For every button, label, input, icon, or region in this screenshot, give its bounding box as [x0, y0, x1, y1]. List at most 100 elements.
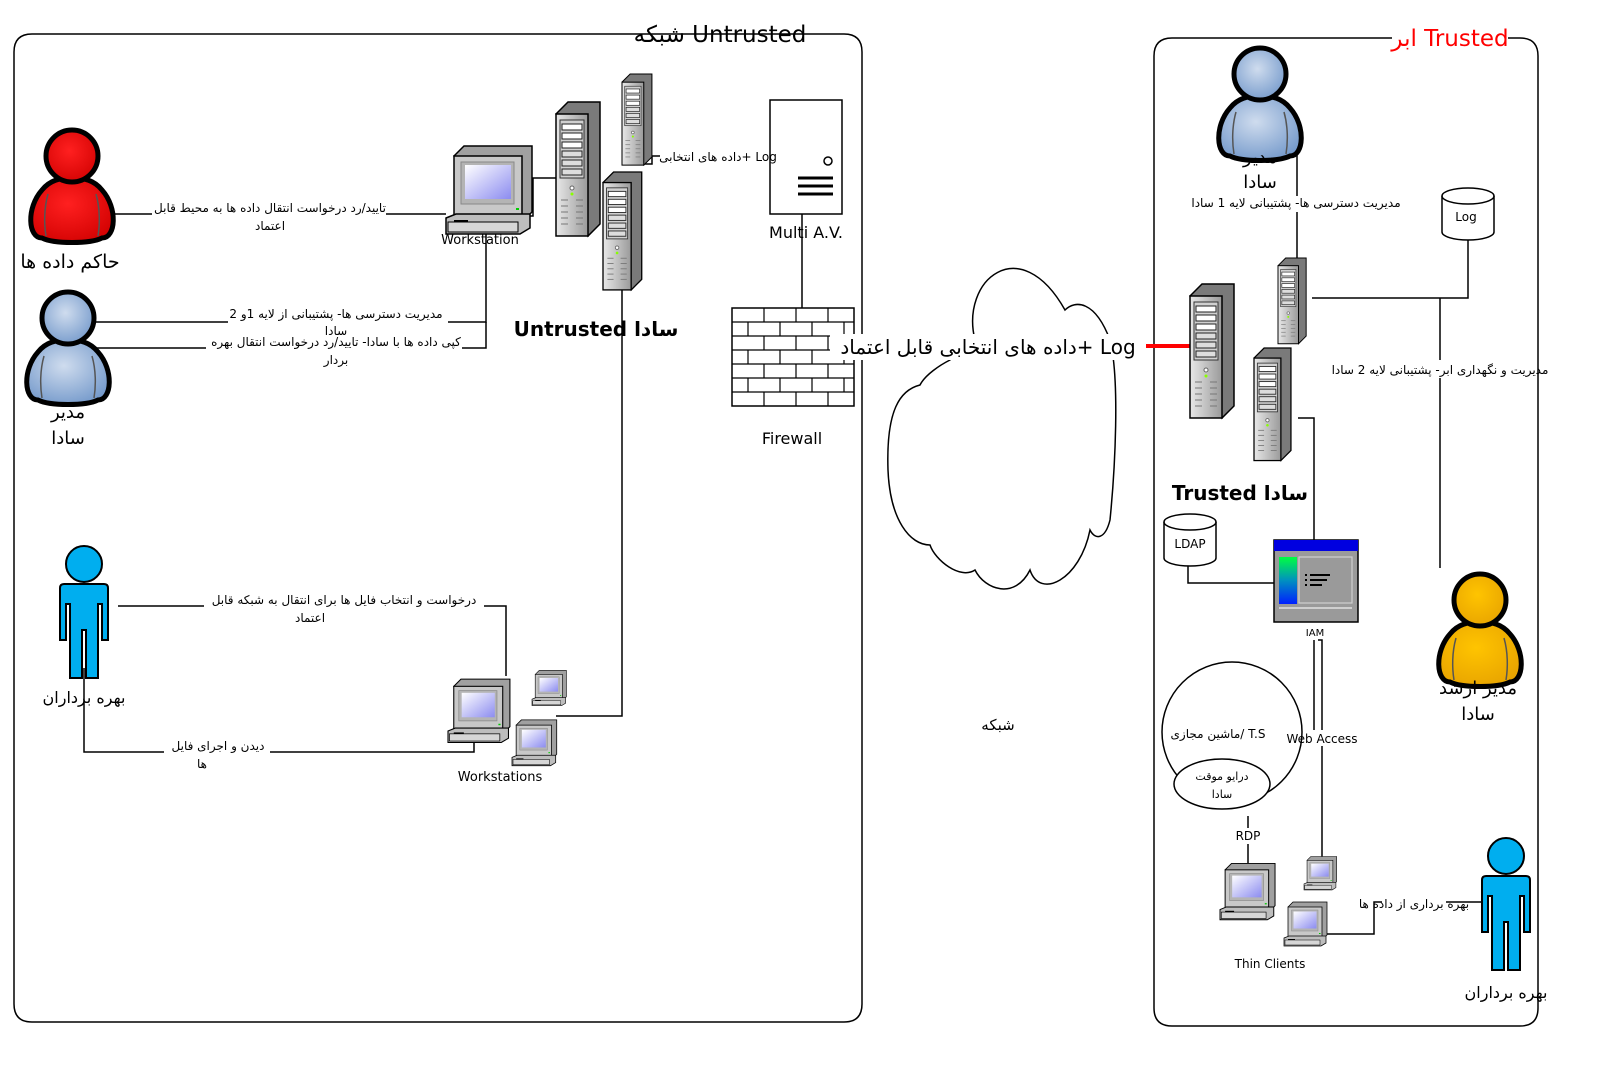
workstation-device[interactable]: Workstation: [441, 145, 533, 248]
network-cloud: [887, 267, 1117, 590]
trusted-sada-servers[interactable]: [1189, 257, 1307, 462]
iam-gradient: [1279, 557, 1297, 604]
data-governor-icon: [31, 130, 114, 243]
edge-labels: تایید/رد درخواست انتقال داده ها به محیط …: [154, 150, 1548, 912]
edge-workstation-admin-copy: [462, 322, 487, 349]
temp-drive-label-1: درایو موقت: [1195, 770, 1248, 783]
trusted-admin-label-2: سادا: [1243, 172, 1277, 193]
server-icon-2: [602, 171, 643, 291]
edge-iam-web-b: [1318, 639, 1323, 730]
untrusted-users-actor[interactable]: بهره برداران: [43, 545, 126, 708]
trusted-server-small-icon: [1277, 257, 1307, 345]
thin-client-icon-2: [1303, 856, 1337, 891]
edge-label-governor-1: تایید/رد درخواست انتقال داده ها به محیط …: [154, 201, 386, 216]
edge-label-users-request-1: درخواست و انتخاب فایل ها برای انتقال به …: [212, 593, 477, 608]
untrusted-zone-title: شبکه Untrusted: [634, 22, 807, 48]
iam-label: IAM: [1306, 628, 1324, 639]
trusted-zone-title: ابر Trusted: [1390, 26, 1508, 52]
thin-client-icon-1: [1219, 862, 1276, 921]
untrusted-sada-servers[interactable]: [555, 73, 653, 291]
edge-label-admin-copy-2: بردار: [323, 353, 348, 368]
multi-av-slots-icon: [798, 176, 833, 196]
thin-client-icon-3: [1283, 901, 1328, 947]
temp-drive-label-2: سادا: [1212, 788, 1233, 801]
workstation-icon-3: [511, 719, 558, 767]
edge-label-bg: [830, 334, 1146, 360]
workstation-label: Workstation: [441, 233, 519, 248]
workstation-icon: [445, 145, 533, 235]
multi-av-device[interactable]: Multi A.V.: [769, 99, 843, 242]
untrusted-users-label: بهره برداران: [43, 688, 126, 708]
temp-drive-ellipse: [1173, 758, 1271, 810]
edge-server-iam: [1298, 417, 1315, 542]
trusted-zone: ابر Trusted: [1153, 26, 1539, 1027]
untrusted-admin-icon: [27, 292, 110, 405]
trusted-admin-actor[interactable]: مدیر سادا: [1219, 48, 1302, 193]
trusted-users-actor[interactable]: بهره برداران: [1465, 837, 1548, 1003]
trusted-sada-label: Trusted سادا: [1172, 481, 1308, 505]
rdp-label: RDP: [1236, 829, 1261, 843]
edge-label-senior-admin-cloud: مدیریت و نگهداری ابر- پشتیبانی لایه 2 سا…: [1332, 363, 1549, 378]
iam-titlebar: [1274, 540, 1358, 551]
log-db-label: Log: [1455, 210, 1476, 224]
workstations-group[interactable]: Workstations: [447, 670, 567, 785]
untrusted-sada-label: Untrusted سادا: [514, 317, 679, 341]
trusted-zone-border: [1153, 37, 1539, 1027]
thin-clients-label: Thin Clients: [1234, 957, 1306, 971]
trusted-admin-icon: [1219, 48, 1302, 161]
workstation-icon-2: [531, 670, 567, 706]
log-database[interactable]: Log: [1441, 187, 1495, 241]
server-icon: [555, 101, 601, 237]
server-small-icon: [621, 73, 653, 166]
thin-clients-group[interactable]: Thin Clients: [1219, 856, 1337, 971]
trusted-server-icon-2: [1253, 347, 1292, 462]
edge-users-view-b: [270, 726, 475, 753]
edge-label-users-exploit: بهره برداری از داده ها: [1359, 897, 1469, 912]
firewall-device[interactable]: Firewall: [731, 307, 855, 448]
edge-server-workstations: [556, 290, 623, 717]
multi-av-led-icon: [823, 156, 833, 166]
vm-ts-label: ماشین مجازی/ T.S: [1171, 727, 1266, 742]
web-access-label: Web Access: [1286, 732, 1357, 746]
multi-av-label: Multi A.V.: [769, 223, 843, 242]
workstation-icon-1: [447, 678, 511, 744]
edge-label-users-request-2: اعتماد: [295, 611, 325, 625]
edge-users-view-a: [83, 668, 164, 753]
edge-label-admin-access-2: سادا: [325, 324, 347, 338]
senior-admin-actor[interactable]: مدیر ارشد سادا: [1439, 574, 1522, 725]
untrusted-users-icon: [59, 545, 109, 679]
edge-label-admin-access-1: مدیریت دسترسی ها- پشتیبانی از لایه 1و 2: [229, 307, 442, 322]
edge-label-selected-trusted-log: داده های انتخابی قابل اعتماد+ Log: [840, 335, 1135, 359]
trusted-users-icon: [1481, 837, 1531, 971]
data-governor-actor[interactable]: حاکم داده ها: [20, 130, 120, 273]
edge-label-trusted-admin-access: مدیریت دسترسی ها- پشتیبانی لایه 1 سادا: [1191, 196, 1400, 211]
vm-ts-node[interactable]: ماشین مجازی/ T.S درایو موقت سادا: [1161, 661, 1303, 810]
untrusted-zone: شبکه Untrusted: [13, 22, 863, 1023]
untrusted-admin-actor[interactable]: مدیر سادا: [27, 292, 110, 449]
edge-label-selected-log: داده های انتخابی+ Log: [659, 150, 777, 164]
edge-label-governor-2: اعتماد: [255, 219, 285, 233]
edge-users-exploit-a: [1302, 901, 1382, 935]
ldap-db-label: LDAP: [1174, 537, 1205, 551]
network-label: شبکه: [981, 716, 1014, 734]
multi-av-box: [769, 99, 843, 215]
untrusted-admin-label-2: سادا: [51, 428, 85, 449]
untrusted-zone-border: [13, 33, 863, 1023]
untrusted-admin-label-1: مدیر: [50, 402, 85, 423]
senior-admin-icon: [1439, 574, 1522, 687]
workstations-label: Workstations: [458, 770, 543, 785]
firewall-label: Firewall: [762, 429, 822, 448]
iam-device[interactable]: IAM: [1273, 539, 1359, 639]
senior-admin-label-1: مدیر ارشد: [1439, 678, 1517, 699]
ldap-database[interactable]: LDAP: [1163, 513, 1217, 567]
data-governor-label: حاکم داده ها: [20, 251, 119, 273]
edge-label-admin-copy-1: کپی داده ها با سادا- تایید/رد درخواست ان…: [211, 335, 461, 350]
trusted-server-icon: [1189, 283, 1235, 419]
trusted-users-label: بهره برداران: [1465, 983, 1548, 1003]
edge-label-users-view-1: دیدن و اجرای فایل: [172, 739, 265, 754]
edge-users-request-b: [484, 605, 507, 676]
trusted-admin-label-1: مدیر: [1242, 147, 1277, 168]
iam-list-icon: [1305, 574, 1330, 586]
connections: [68, 140, 1488, 935]
